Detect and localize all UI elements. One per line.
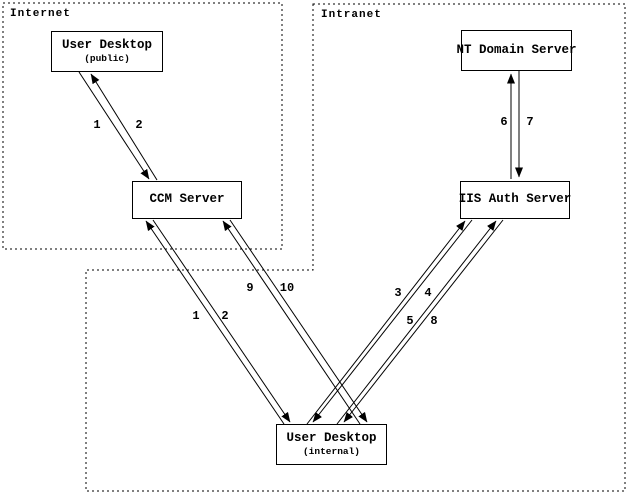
flow-label-1-internal: 1 (192, 309, 200, 323)
node-user-desktop-public-title: User Desktop (61, 37, 152, 52)
flow-label-9: 9 (246, 281, 254, 295)
flow-label-2-internal: 2 (221, 309, 229, 323)
flow-label-2-public: 2 (135, 118, 143, 132)
node-ccm-server-title: CCM Server (149, 192, 225, 207)
flow-label-8: 8 (430, 314, 438, 328)
flow-label-6: 6 (500, 115, 508, 129)
node-user-desktop-internal-subtitle: (internal) (302, 445, 360, 457)
flow-label-10: 10 (279, 281, 295, 295)
node-user-desktop-public: User Desktop (public) (51, 31, 163, 72)
flow-label-1-public: 1 (93, 118, 101, 132)
node-iis-auth-server-title: IIS Auth Server (458, 192, 572, 207)
internet-zone-border (2, 2, 283, 250)
internet-zone-label: Internet (10, 8, 71, 20)
node-user-desktop-public-subtitle: (public) (84, 52, 130, 64)
flow-label-3: 3 (394, 286, 402, 300)
line-3-desktop-to-iis (306, 220, 466, 425)
line-8-iis-to-desktop (343, 219, 504, 423)
line-1-internal-desktop-to-ccm (145, 220, 285, 425)
node-user-desktop-internal: User Desktop (internal) (276, 424, 387, 465)
intranet-zone-border (85, 3, 626, 492)
line-1-public-desktop-to-ccm (78, 71, 150, 180)
flow-label-7: 7 (526, 115, 534, 129)
node-iis-auth-server: IIS Auth Server (458, 181, 572, 219)
node-nt-domain-server: NT Domain Server (456, 30, 577, 71)
node-ccm-server: CCM Server (132, 181, 242, 219)
line-2-internal-ccm-to-desktop (152, 219, 291, 423)
line-10-ccm-to-desktop (229, 219, 368, 423)
node-user-desktop-internal-title: User Desktop (286, 430, 377, 445)
flow-label-5: 5 (406, 314, 414, 328)
line-4-iis-to-desktop (312, 219, 473, 423)
line-5-desktop-to-iis (336, 220, 497, 425)
node-nt-domain-server-title: NT Domain Server (456, 42, 577, 57)
intranet-zone-label: Intranet (321, 9, 382, 21)
line-9-desktop-to-ccm (222, 220, 361, 425)
line-2-public-ccm-to-desktop (90, 73, 158, 181)
flow-label-4: 4 (424, 286, 432, 300)
